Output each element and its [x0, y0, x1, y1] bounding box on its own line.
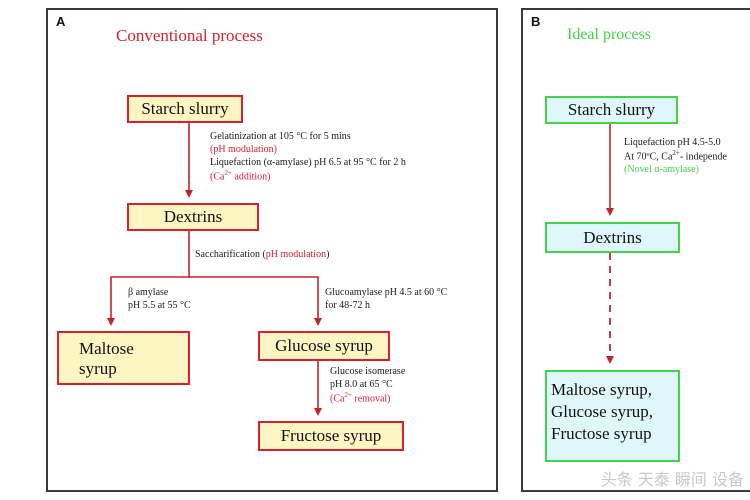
panel-a-letter: A: [56, 14, 66, 29]
maltose-syrup-box: Maltose syrup: [57, 331, 190, 385]
dextrins-box: Dextrins: [127, 203, 259, 231]
calcium-removal-text: (Ca2+ removal): [330, 391, 391, 405]
beta-amylase-conditions: β amylase pH 5.5 at 55 °C: [128, 287, 191, 311]
fructose-syrup-label: Fructose syrup: [280, 426, 382, 446]
glucose-syrup-box: Glucose syrup: [258, 331, 390, 361]
panel-a-title: Conventional process: [116, 26, 263, 45]
branch-to-glucose: [189, 276, 322, 326]
gelatinization-text: Gelatinization at 105 °C for 5 mins: [210, 131, 351, 142]
panel-b-connectors: [606, 124, 614, 364]
ph-modulation-text: (pH modulation): [210, 144, 277, 155]
fructose-syrup-item: Fructose syrup: [551, 424, 652, 444]
watermark: 头条 天泰 瞬间 设备: [600, 470, 744, 489]
starch-slurry-label-b: Starch slurry: [567, 100, 656, 120]
starch-slurry-box: Starch slurry: [127, 95, 243, 123]
products-box: Maltose syrup, Glucose syrup, Fructose s…: [545, 370, 680, 462]
starch-slurry-label: Starch slurry: [141, 99, 229, 119]
liquefaction-text: Liquefaction (α-amylase) pH 6.5 at 95 °C…: [210, 157, 406, 168]
glucose-syrup-label: Glucose syrup: [275, 336, 373, 356]
dextrins-label: Dextrins: [163, 207, 223, 227]
calcium-addition-text: (Ca2+ addition): [210, 169, 271, 183]
fructose-syrup-box: Fructose syrup: [258, 421, 404, 451]
panel-b-title: Ideal process: [567, 26, 651, 43]
dextrins-label-b: Dextrins: [583, 227, 642, 247]
novel-amylase-text: (Novel α-amylase): [624, 164, 699, 176]
conventional-process-panel: A Conventional process Starch slurry Gel…: [46, 8, 498, 492]
maltose-syrup-item: Maltose syrup,: [551, 380, 653, 399]
saccharification-label: Saccharification (pH modulation): [195, 249, 330, 260]
isomerase-conditions: Glucose isomerase pH 8.0 at 65 °C (Ca2+ …: [330, 366, 406, 405]
maltose-syrup-label-line1: Maltose: [79, 339, 134, 358]
novel-liquefaction-conditions: Liquefaction pH 4.5-5.0 At 70ºC, Ca2+- i…: [624, 137, 727, 176]
liquefaction-conditions: Gelatinization at 105 °C for 5 mins (pH …: [210, 130, 406, 183]
starch-slurry-box-b: Starch slurry: [545, 96, 678, 124]
branch-to-maltose: [107, 231, 190, 326]
glucose-syrup-item: Glucose syrup,: [551, 402, 653, 422]
maltose-syrup-label-line2: syrup: [79, 358, 117, 378]
panel-b-letter: B: [531, 14, 541, 29]
glucoamylase-conditions: Glucoamylase pH 4.5 at 60 °C for 48-72 h: [325, 287, 448, 311]
ideal-process-panel: B Ideal process Starch slurry Liquefacti…: [521, 8, 750, 492]
dextrins-box-b: Dextrins: [545, 222, 680, 253]
panel-a-connectors: [107, 123, 322, 416]
